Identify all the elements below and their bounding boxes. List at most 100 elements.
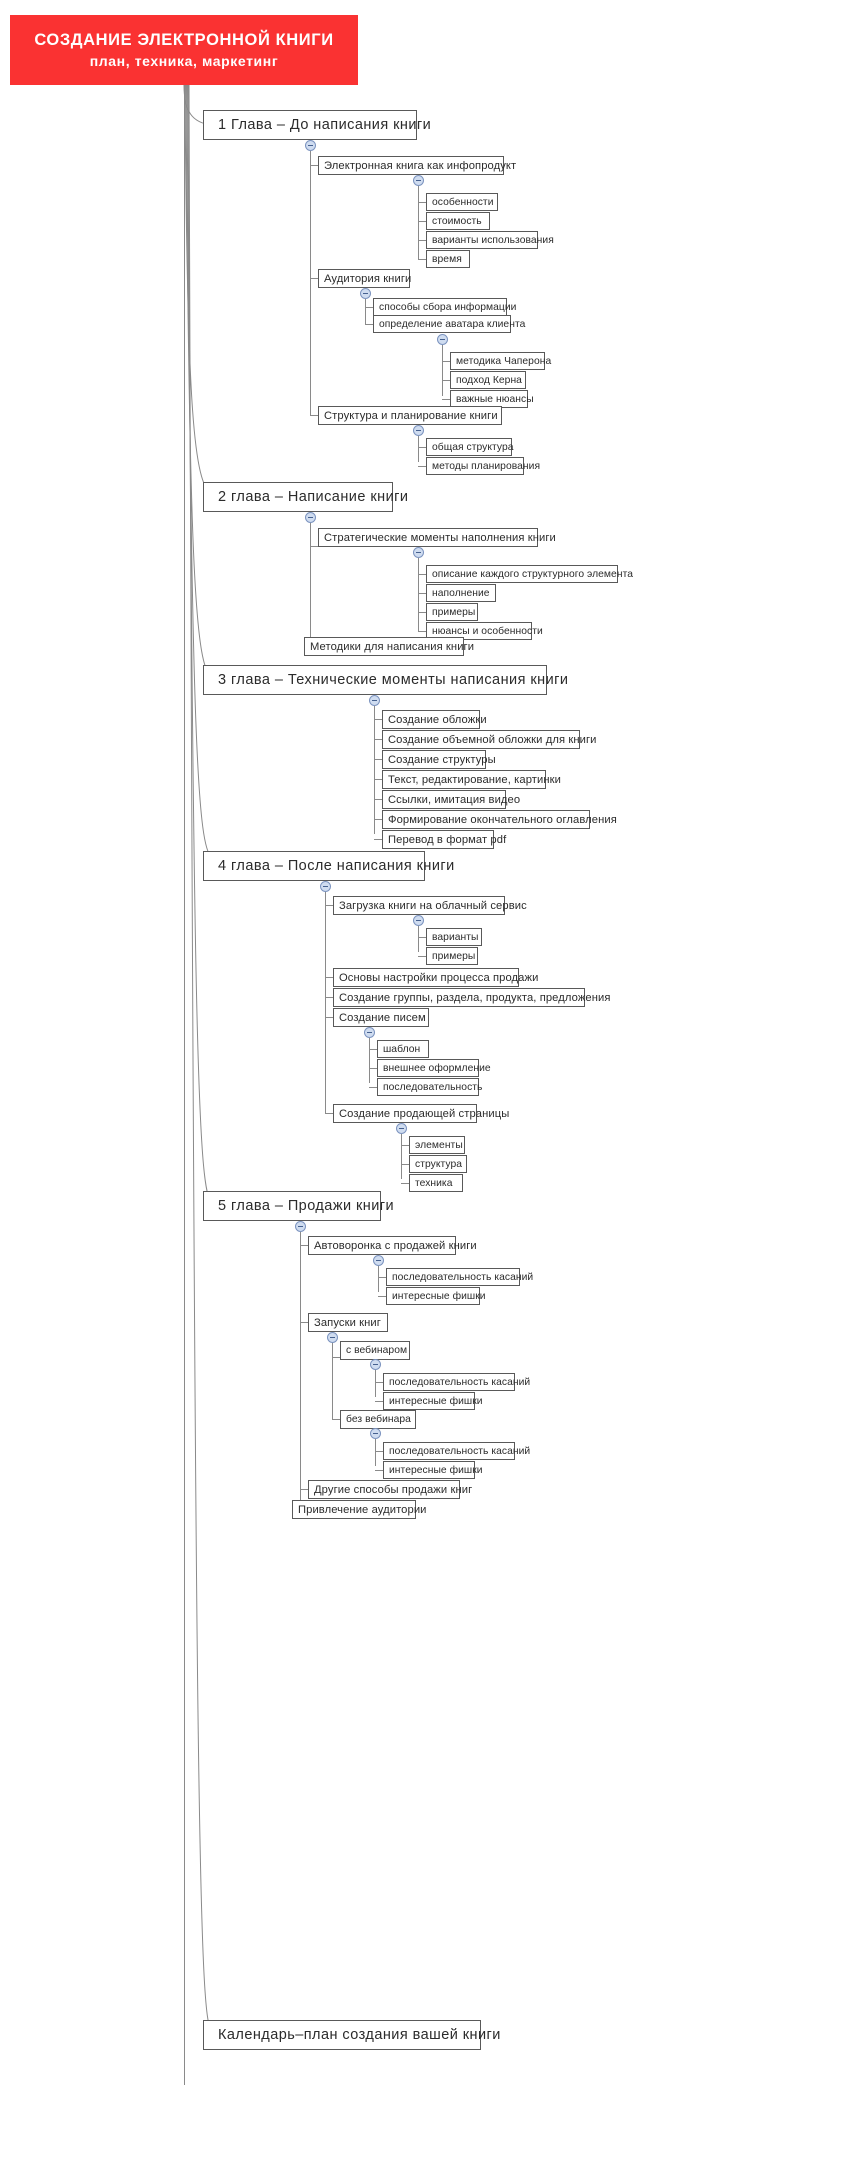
topic-node-ch4-4[interactable]: Создание писем — [333, 1008, 429, 1027]
toggle-ch4-topic-1[interactable] — [413, 915, 424, 926]
toggle-ch5-no-webinar[interactable] — [370, 1428, 381, 1439]
leaf-node-ch1-1-4[interactable]: время — [426, 250, 470, 268]
leaf-label: интересные фишки — [392, 1290, 486, 1302]
root-node-banner[interactable]: СОЗДАНИЕ ЭЛЕКТРОННОЙ КНИГИ план, техника… — [10, 15, 358, 85]
toggle-ch4-topic-4[interactable] — [364, 1027, 375, 1038]
toggle-chapter-1[interactable] — [305, 140, 316, 151]
chapter-node-1[interactable]: 1 Глава – До написания книги — [203, 110, 431, 140]
topic-node-ch3-5[interactable]: Ссылки, имитация видео — [382, 790, 520, 809]
leaf-node-ch1-1-2[interactable]: стоимость — [426, 212, 490, 230]
footer-node-calendar[interactable]: Календарь–план создания вашей книги — [203, 2020, 500, 2050]
topic-node-ch3-2[interactable]: Создание объемной обложки для книги — [382, 730, 596, 749]
chapter-node-3[interactable]: 3 глава – Технические моменты написания … — [203, 665, 568, 695]
topic-node-ch4-2[interactable]: Основы настройки процесса продажи — [333, 968, 538, 987]
leaf-node-ch4-4-2[interactable]: внешнее оформление — [377, 1059, 491, 1077]
topic-node-ch2-2[interactable]: Методики для написания книги — [304, 637, 474, 656]
topic-label: Формирование окончательного оглавления — [388, 813, 617, 826]
leaf-node-ch5-1-1[interactable]: последовательность касаний — [386, 1268, 533, 1286]
leaf-node-ch5-ww-1[interactable]: последовательность касаний — [383, 1373, 530, 1391]
leaf-node-ch2-1-1[interactable]: описание каждого структурного элемента — [426, 565, 633, 583]
topic-node-ch5-with-webinar[interactable]: с вебинаром — [340, 1341, 410, 1360]
leaf-node-ch2-1-3[interactable]: примеры — [426, 603, 478, 621]
leaf-node-ch1-m-2[interactable]: подход Керна — [450, 371, 526, 389]
leaf-label: определение аватара клиента — [379, 318, 526, 330]
leaf-node-ch4-1-1[interactable]: варианты — [426, 928, 482, 946]
topic-label: Создание структуры — [388, 753, 496, 766]
leaf-node-ch4-1-2[interactable]: примеры — [426, 947, 478, 965]
leaf-node-ch2-1-4[interactable]: нюансы и особенности — [426, 622, 543, 640]
topic-node-ch3-6[interactable]: Формирование окончательного оглавления — [382, 810, 617, 829]
root-curve-ch4 — [184, 84, 214, 860]
chapter-node-2[interactable]: 2 глава – Написание книги — [203, 482, 408, 512]
leaf-node-ch2-1-2[interactable]: наполнение — [426, 584, 496, 602]
toggle-ch5-topic-1[interactable] — [373, 1255, 384, 1266]
toggle-ch4-topic-5[interactable] — [396, 1123, 407, 1134]
chapter-node-5[interactable]: 5 глава – Продажи книги — [203, 1191, 394, 1221]
leaf-node-ch4-5-1[interactable]: элементы — [409, 1136, 465, 1154]
toggle-ch1-avatar[interactable] — [437, 334, 448, 345]
connector-ch3-t6 — [374, 819, 382, 820]
leaf-node-ch1-1-3[interactable]: варианты использования — [426, 231, 554, 249]
toggle-chapter-4[interactable] — [320, 881, 331, 892]
topic-node-ch5-2[interactable]: Запуски книг — [308, 1313, 388, 1332]
footer-label: Календарь–план создания вашей книги — [218, 2027, 501, 2043]
connector-ch5-ww-c2 — [375, 1401, 383, 1402]
toggle-chapter-5[interactable] — [295, 1221, 306, 1232]
connector-ch5-nw-c1 — [375, 1451, 383, 1452]
connector-ch4-t4-c2 — [369, 1068, 377, 1069]
topic-label: Привлечение аудитории — [298, 1503, 427, 1516]
topic-node-ch5-6[interactable]: Привлечение аудитории — [292, 1500, 426, 1519]
connector-ch5-t2 — [300, 1322, 308, 1323]
leaf-node-ch5-ww-2[interactable]: интересные фишки — [383, 1392, 483, 1410]
topic-node-ch3-1[interactable]: Создание обложки — [382, 710, 487, 729]
topic-node-ch3-7[interactable]: Перевод в формат pdf — [382, 830, 506, 849]
topic-node-ch5-1[interactable]: Автоворонка с продажей книги — [308, 1236, 477, 1255]
connector-ch4-t5-c2 — [401, 1164, 409, 1165]
leaf-node-ch1-2-2[interactable]: определение аватара клиента — [373, 315, 525, 333]
leaf-node-ch5-nw-1[interactable]: последовательность касаний — [383, 1442, 530, 1460]
topic-node-ch1-4[interactable]: Структура и планирование книги — [318, 406, 502, 425]
topic-node-ch1-2[interactable]: Аудитория книги — [318, 269, 411, 288]
leaf-node-ch4-5-3[interactable]: техника — [409, 1174, 463, 1192]
topic-node-ch3-4[interactable]: Текст, редактирование, картинки — [382, 770, 561, 789]
connector-ch1-t2 — [310, 278, 318, 279]
topic-node-ch1-1[interactable]: Электронная книга как инфопродукт — [318, 156, 516, 175]
toggle-ch1-topic-2[interactable] — [360, 288, 371, 299]
topic-node-ch4-1[interactable]: Загрузка книги на облачный сервис — [333, 896, 527, 915]
topic-node-ch5-5[interactable]: Другие способы продажи книг — [308, 1480, 472, 1499]
leaf-node-ch4-5-2[interactable]: структура — [409, 1155, 467, 1173]
leaf-label: способы сбора информации — [379, 301, 517, 313]
subspine-ch4-t4 — [369, 1038, 370, 1083]
connector-ch4-t3 — [325, 997, 333, 998]
leaf-node-ch4-4-3[interactable]: последовательность — [377, 1078, 482, 1096]
topic-node-ch2-1[interactable]: Стратегические моменты наполнения книги — [318, 528, 556, 547]
toggle-chapter-2[interactable] — [305, 512, 316, 523]
topic-label: Автоворонка с продажей книги — [314, 1239, 477, 1252]
leaf-node-ch1-1-1[interactable]: особенности — [426, 193, 498, 211]
toggle-ch1-topic-1[interactable] — [413, 175, 424, 186]
leaf-node-ch4-4-1[interactable]: шаблон — [377, 1040, 429, 1058]
leaf-node-ch1-m-1[interactable]: методика Чаперона — [450, 352, 551, 370]
topic-label-ch2-2: Методики для написания книги — [310, 640, 475, 653]
topic-node-ch5-no-webinar[interactable]: без вебинара — [340, 1410, 416, 1429]
leaf-node-ch1-4-1[interactable]: общая структура — [426, 438, 514, 456]
topic-node-ch3-3[interactable]: Создание структуры — [382, 750, 496, 769]
leaf-node-ch5-1-2[interactable]: интересные фишки — [386, 1287, 486, 1305]
toggle-ch1-topic-4[interactable] — [413, 425, 424, 436]
leaf-label: элементы — [415, 1139, 463, 1151]
leaf-node-ch1-4-2[interactable]: методы планирования — [426, 457, 540, 475]
leaf-node-ch5-nw-2[interactable]: интересные фишки — [383, 1461, 483, 1479]
branch-spine-ch5 — [300, 1232, 301, 1504]
leaf-node-ch1-2-1[interactable]: способы сбора информации — [373, 298, 516, 316]
leaf-label: стоимость — [432, 215, 482, 227]
topic-node-ch4-5[interactable]: Создание продающей страницы — [333, 1104, 509, 1123]
root-title-primary: СОЗДАНИЕ ЭЛЕКТРОННОЙ КНИГИ — [34, 31, 334, 50]
toggle-ch5-topic-2[interactable] — [327, 1332, 338, 1343]
toggle-chapter-3[interactable] — [369, 695, 380, 706]
topic-node-ch4-3[interactable]: Создание группы, раздела, продукта, пред… — [333, 988, 610, 1007]
topic-label: Загрузка книги на облачный сервис — [339, 899, 527, 912]
toggle-ch2-topic-1[interactable] — [413, 547, 424, 558]
toggle-ch5-with-webinar[interactable] — [370, 1359, 381, 1370]
topic-label: Перевод в формат pdf — [388, 833, 507, 846]
chapter-node-4[interactable]: 4 глава – После написания книги — [203, 851, 454, 881]
